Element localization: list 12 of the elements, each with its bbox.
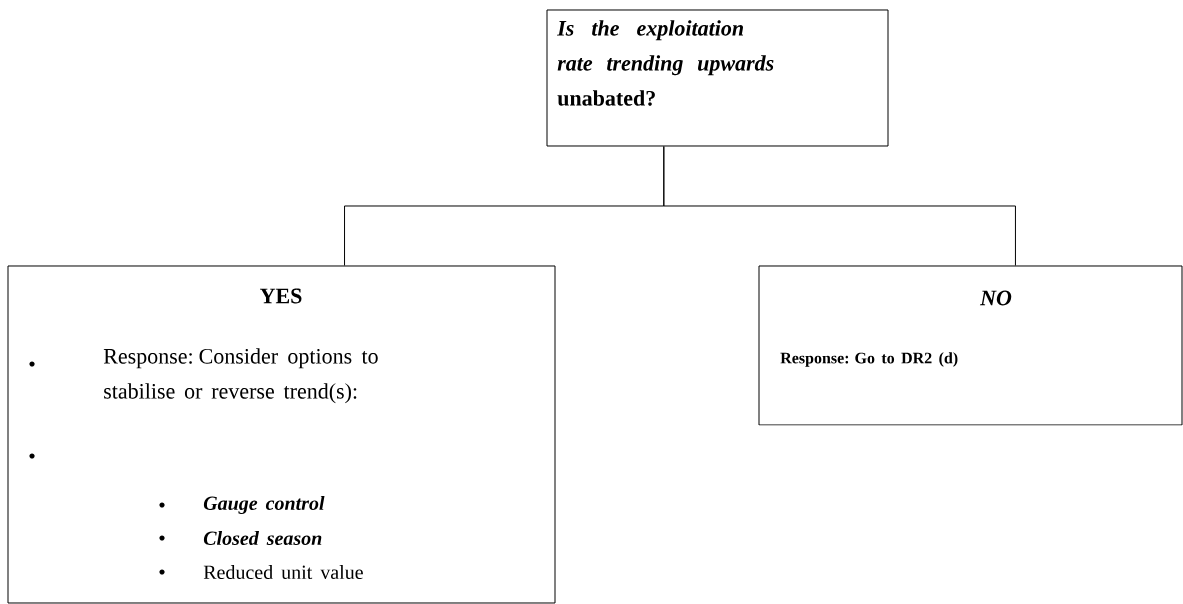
heading: YES [260,288,302,304]
node-text: Response: Go to DR2 (d) [780,352,958,367]
list-item: Gauge control [203,495,325,515]
list-item: Closed season [203,530,322,546]
decision-box [546,9,889,147]
decision-box [758,265,1183,426]
heading: NO [979,290,1012,306]
bullet-text: Response: Consider options to stabilise or reverse trend(s): [103,348,378,404]
list-item: Reduced unit value [203,564,363,579]
node-text: Is the exploitation rate trending upwards unabated? [557,20,774,106]
connector [663,146,1016,266]
decision-box [7,265,556,604]
